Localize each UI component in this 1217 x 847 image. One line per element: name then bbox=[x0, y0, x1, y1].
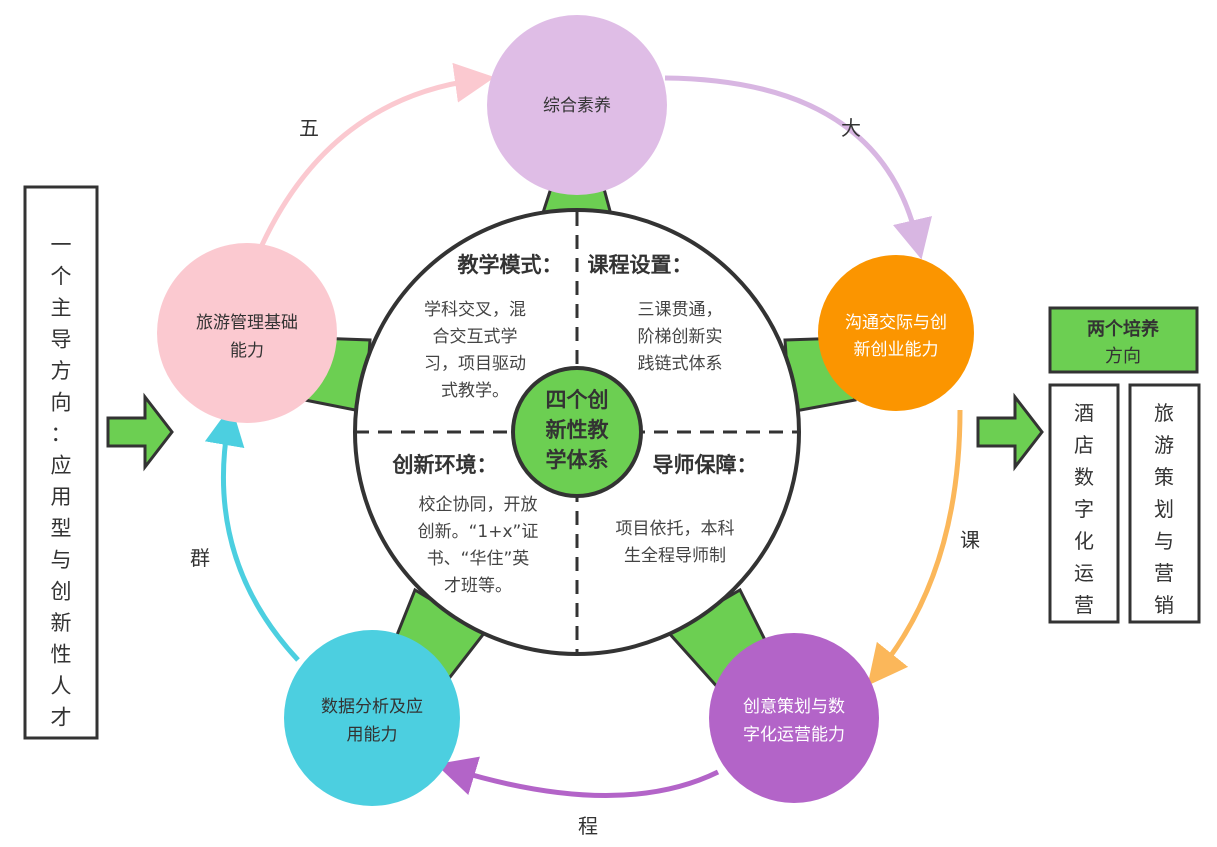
svg-text:数据分析及应: 数据分析及应 bbox=[321, 697, 423, 717]
vertical-char: 划 bbox=[1154, 497, 1174, 521]
vertical-char: 营 bbox=[1154, 561, 1174, 585]
cycle-label: 程 bbox=[578, 814, 598, 838]
arrow-group bbox=[204, 405, 300, 662]
vertical-char: 营 bbox=[1074, 593, 1094, 617]
svg-text:创新环境：: 创新环境： bbox=[392, 453, 498, 477]
svg-text:式教学。: 式教学。 bbox=[441, 381, 509, 401]
svg-text:合交互式学: 合交互式学 bbox=[433, 327, 518, 347]
vertical-char: 化 bbox=[1074, 529, 1094, 553]
vertical-char: 与 bbox=[51, 548, 72, 572]
svg-text:践链式体系: 践链式体系 bbox=[638, 354, 723, 374]
svg-text:教学模式：: 教学模式： bbox=[458, 253, 563, 277]
quadrant-innovation-environment: 创新环境： 校企协同，开放 创新。“1+x”证 书、“华住”英 才班等。 bbox=[392, 453, 539, 596]
svg-text:项目依托，本科: 项目依托，本科 bbox=[616, 519, 735, 539]
svg-text:才班等。: 才班等。 bbox=[444, 576, 512, 596]
vertical-char: ： bbox=[51, 422, 72, 446]
svg-text:字化运营能力: 字化运营能力 bbox=[743, 725, 845, 745]
svg-text:课程设置：: 课程设置： bbox=[588, 253, 693, 277]
svg-text:导师保障：: 导师保障： bbox=[653, 453, 758, 477]
center-circle bbox=[511, 366, 643, 498]
arrow-course bbox=[867, 409, 963, 686]
svg-text:生全程导师制: 生全程导师制 bbox=[624, 546, 726, 566]
vertical-char: 性 bbox=[51, 643, 72, 667]
svg-text:书、“华住”英: 书、“华住”英 bbox=[427, 549, 530, 569]
svg-text:用能力: 用能力 bbox=[347, 725, 398, 745]
svg-text:能力: 能力 bbox=[230, 341, 264, 361]
vertical-char: 向 bbox=[51, 391, 72, 415]
vertical-char: 一 bbox=[51, 233, 72, 257]
arrow-big bbox=[664, 75, 932, 260]
svg-text:方向: 方向 bbox=[1105, 346, 1141, 367]
svg-text:两个培养: 两个培养 bbox=[1087, 318, 1160, 340]
arrow-five bbox=[259, 62, 495, 247]
svg-text:创意策划与数: 创意策划与数 bbox=[743, 697, 845, 717]
cycle-label: 群 bbox=[190, 546, 210, 570]
svg-text:三课贯通，: 三课贯通， bbox=[638, 300, 723, 320]
vertical-char: 字 bbox=[1074, 497, 1094, 521]
svg-text:学科交叉，混: 学科交叉，混 bbox=[424, 300, 526, 320]
svg-text:阶梯创新实: 阶梯创新实 bbox=[638, 327, 723, 347]
quadrant-curriculum: 课程设置： 三课贯通， 阶梯创新实 践链式体系 bbox=[588, 253, 723, 374]
vertical-char: 方 bbox=[51, 359, 72, 383]
svg-text:校企协同，开放: 校企协同，开放 bbox=[419, 495, 538, 515]
vertical-char: 运 bbox=[1074, 561, 1094, 585]
vertical-char: 人 bbox=[51, 674, 72, 698]
two-directions-header: 两个培养 方向 bbox=[1048, 306, 1199, 374]
svg-text:新创业能力: 新创业能力 bbox=[854, 340, 939, 360]
quadrant-teaching-mode: 教学模式： 学科交叉，混 合交互式学 习，项目驱动 式教学。 bbox=[424, 253, 563, 401]
cycle-label: 五 bbox=[299, 116, 319, 140]
vertical-char: 个 bbox=[51, 265, 72, 289]
vertical-char: 用 bbox=[51, 485, 72, 509]
svg-text:习，项目驱动: 习，项目驱动 bbox=[424, 354, 526, 374]
quadrant-mentor-support: 导师保障： 项目依托，本科 生全程导师制 bbox=[616, 453, 758, 566]
vertical-char: 导 bbox=[51, 328, 72, 352]
vertical-char: 数 bbox=[1074, 465, 1094, 489]
right-arrow-icon bbox=[976, 392, 1044, 472]
svg-text:综合素养: 综合素养 bbox=[543, 96, 611, 116]
svg-text:四个创: 四个创 bbox=[546, 388, 609, 412]
vertical-char: 与 bbox=[1154, 529, 1174, 553]
vertical-char: 才 bbox=[51, 706, 72, 730]
svg-text:旅游管理基础: 旅游管理基础 bbox=[196, 313, 298, 333]
vertical-char: 酒 bbox=[1074, 401, 1094, 425]
vertical-char: 策 bbox=[1154, 465, 1174, 489]
vertical-char: 销 bbox=[1154, 593, 1174, 617]
arrow-process bbox=[435, 756, 720, 798]
vertical-char: 应 bbox=[51, 454, 72, 478]
vertical-char: 主 bbox=[51, 296, 72, 320]
vertical-char: 创 bbox=[51, 580, 72, 604]
vertical-char: 店 bbox=[1074, 433, 1094, 457]
node-data-analysis: 数据分析及应 用能力 bbox=[284, 630, 460, 806]
node-tourism-management: 旅游管理基础 能力 bbox=[157, 243, 337, 423]
svg-text:沟通交际与创: 沟通交际与创 bbox=[845, 313, 947, 333]
svg-text:创新。“1+x”证: 创新。“1+x”证 bbox=[418, 522, 539, 542]
vertical-char: 游 bbox=[1154, 433, 1174, 457]
vertical-char: 型 bbox=[51, 517, 72, 541]
right-arrow-icon bbox=[106, 392, 174, 472]
cycle-label: 课 bbox=[960, 528, 980, 552]
vertical-char: 新 bbox=[51, 611, 72, 635]
node-comprehensive-quality: 综合素养 bbox=[487, 15, 667, 195]
vertical-char: 旅 bbox=[1154, 401, 1174, 425]
cycle-label: 大 bbox=[841, 116, 861, 140]
node-creative-planning: 创意策划与数 字化运营能力 bbox=[709, 633, 879, 803]
svg-text:新性教: 新性教 bbox=[546, 418, 610, 442]
svg-text:学体系: 学体系 bbox=[546, 448, 609, 472]
node-communication-innovation: 沟通交际与创 新创业能力 bbox=[818, 255, 974, 411]
